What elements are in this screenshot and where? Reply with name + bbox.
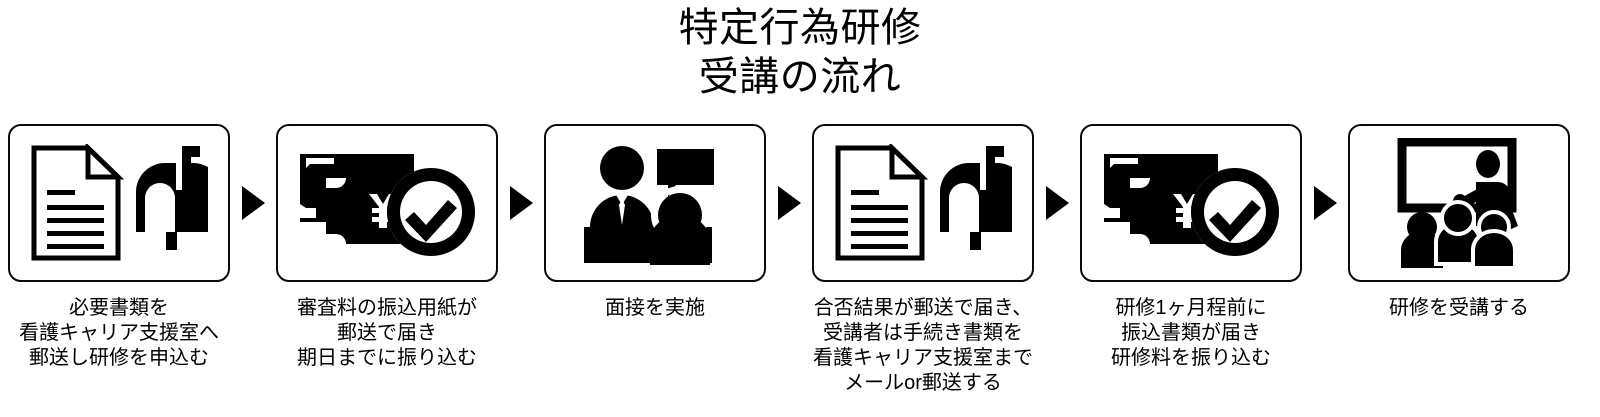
flow-arrow-1 [230, 124, 276, 282]
flow-step-1: 必要書類を看護キャリア支援室へ郵送し研修を申込む [8, 124, 230, 371]
caption-line: 研修を受講する [1389, 297, 1529, 319]
step-caption-3: 面接を実施 [526, 296, 784, 321]
caption-line: 審査料の振込用紙が [297, 297, 477, 319]
yen-banknotes-check-icon [1104, 154, 1280, 256]
flow-step-3: 面接を実施 [544, 124, 766, 321]
arrow-right-icon [1045, 186, 1069, 220]
arrow-right-icon [241, 186, 265, 220]
step-caption-5: 研修1ヶ月程前に振込書類が届き研修料を振り込む [1062, 296, 1320, 371]
page-title-line-2: 受講の流れ [698, 54, 902, 99]
flow-step-4: 合否結果が郵送で届き、受講者は手続き書類を看護キャリア支援室までメールor郵送す… [812, 124, 1034, 396]
flow-arrow-4 [1034, 124, 1080, 282]
step-card-4 [812, 124, 1034, 282]
arrow-right-icon [1313, 186, 1337, 220]
caption-line: 研修1ヶ月程前に [1115, 297, 1267, 319]
step-caption-1: 必要書類を看護キャリア支援室へ郵送し研修を申込む [0, 296, 248, 371]
caption-line: 面接を実施 [605, 297, 705, 319]
flow-step-5: 研修1ヶ月程前に振込書類が届き研修料を振り込む [1080, 124, 1302, 371]
caption-line: 郵送で届き [337, 322, 437, 344]
document-mailbox-icon [31, 144, 208, 261]
page-title-line-1: 特定行為研修 [678, 6, 922, 50]
step-card-5 [1080, 124, 1302, 282]
caption-line: 必要書類を [69, 297, 169, 319]
flow-arrow-3 [766, 124, 812, 282]
flow-arrow-5 [1302, 124, 1348, 282]
classroom-lecture-icon [1397, 138, 1518, 268]
caption-line: 振込書類が届き [1121, 322, 1261, 344]
caption-line: 研修料を振り込む [1111, 347, 1271, 369]
flow-arrow-2 [498, 124, 544, 282]
step-caption-4: 合否結果が郵送で届き、受講者は手続き書類を看護キャリア支援室までメールor郵送す… [794, 296, 1052, 396]
caption-line: 郵送し研修を申込む [29, 347, 209, 369]
step-card-3 [544, 124, 766, 282]
step-card-2 [276, 124, 498, 282]
arrow-right-icon [509, 186, 533, 220]
process-flow: 必要書類を看護キャリア支援室へ郵送し研修を申込む 審査料の振込用紙が郵送で届き期… [8, 124, 1592, 396]
caption-line: 期日までに振り込む [297, 347, 477, 369]
caption-line: 受講者は手続き書類を [823, 322, 1023, 344]
interview-icon [584, 146, 714, 265]
step-caption-2: 審査料の振込用紙が郵送で届き期日までに振り込む [258, 296, 516, 371]
caption-line: メールor郵送する [844, 372, 1002, 394]
flow-step-2: 審査料の振込用紙が郵送で届き期日までに振り込む [276, 124, 498, 371]
caption-line: 看護キャリア支援室へ [19, 322, 219, 344]
step-card-1 [8, 124, 230, 282]
caption-line: 看護キャリア支援室まで [813, 347, 1033, 369]
page-title: 特定行為研修 受講の流れ [0, 4, 1600, 102]
arrow-right-icon [777, 186, 801, 220]
yen-banknotes-check-icon [300, 154, 476, 256]
flow-step-6: 研修を受講する [1348, 124, 1570, 321]
caption-line: 合否結果が郵送で届き、 [813, 297, 1033, 319]
document-mailbox-icon [835, 144, 1012, 261]
step-card-6 [1348, 124, 1570, 282]
step-caption-6: 研修を受講する [1330, 296, 1588, 321]
